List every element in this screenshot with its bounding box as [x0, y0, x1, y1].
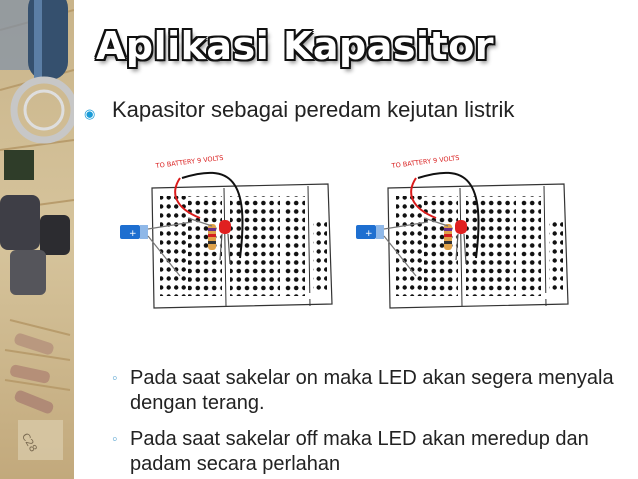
sub-bullet-text: Pada saat sakelar on maka LED akan seger…: [130, 367, 614, 414]
sub-bullet-text: Pada saat sakelar off maka LED akan mere…: [130, 428, 589, 475]
breadboard-left: TO BATTERY 9 VOLTS: [119, 154, 333, 309]
breadboard-diagrams: + TO BATTERY 9 VO: [119, 148, 590, 318]
battery-label-right: TO BATTERY 9 VOLTS: [390, 154, 460, 170]
sub-bullet-marker: ◦: [112, 370, 118, 387]
main-bullet: ◉ Kapasitor sebagai peredam kejutan list…: [84, 96, 624, 139]
sub-bullet-switch-on: ◦ Pada saat sakelar on maka LED akan seg…: [112, 366, 632, 418]
bullet-marker: ◉: [84, 106, 96, 121]
battery-label-left: TO BATTERY 9 VOLTS: [154, 154, 224, 170]
bullet-text: Kapasitor sebagai peredam kejutan listri…: [112, 97, 515, 122]
sub-bullet-marker: ◦: [112, 431, 118, 448]
sub-bullet-switch-off: ◦ Pada saat sakelar off maka LED akan me…: [112, 427, 632, 479]
slide-title: Aplikasi Kapasitor: [96, 24, 495, 68]
circuit-board-photo: C28: [0, 0, 74, 479]
breadboard-right: TO BATTERY 9 VOLTS: [355, 154, 569, 309]
